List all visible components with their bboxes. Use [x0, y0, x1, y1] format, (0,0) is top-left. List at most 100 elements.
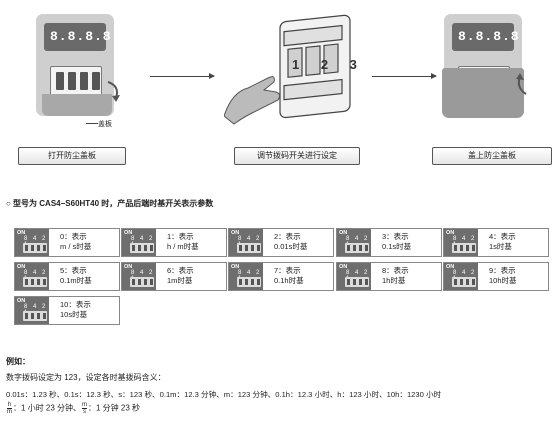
timebase-setting-5: ON8 4 2 1 5：表示0.1m时基	[14, 262, 120, 291]
example-title: 例如：	[6, 357, 30, 366]
setting-timebase-line: 0.1h时基	[274, 276, 304, 285]
step-caption-3: 盖上防尘盖板	[432, 147, 552, 165]
rotate-down-arrow-icon	[107, 81, 120, 102]
setting-timebase-line: 1s时基	[489, 242, 512, 251]
dip-on-label: ON	[339, 230, 348, 236]
dip-switch-icon: ON8 4 2 1	[229, 229, 263, 256]
example-line-1: 数字拨码设定为 123，设定各时基拨码含义：	[6, 373, 166, 382]
dip-switch-icon: ON8 4 2 1	[15, 263, 49, 290]
led-display: 8.8.8.8.	[44, 23, 119, 51]
dust-cover-closed	[442, 68, 524, 118]
setting-code-line: 9：表示	[489, 266, 516, 275]
dip-switch-icon: ON8 4 2 1	[337, 229, 371, 256]
timebase-setting-1: ON8 4 2 1 1：表示h / m时基	[121, 228, 227, 257]
dip-on-label: ON	[339, 264, 348, 270]
step-caption-1: 打开防尘盖板	[18, 147, 126, 165]
dial-digits: 1 2 3	[292, 57, 366, 72]
cover-label: 盖板	[98, 121, 112, 128]
setting-timebase-line: 0.1s时基	[382, 242, 412, 251]
dip-switch-icon: ON8 4 2 1	[122, 229, 156, 256]
dip-on-label: ON	[124, 264, 133, 270]
dip-switch-icon: ON8 4 2 1	[444, 229, 478, 256]
dip-switch-icon: ON8 4 2 1	[122, 263, 156, 290]
dip-on-label: ON	[446, 264, 455, 270]
setting-timebase-line: h / m时基	[167, 242, 199, 251]
dip-switch-positions	[23, 311, 47, 321]
setting-timebase-line: 0.1m时基	[60, 276, 92, 285]
dip-switch-icon: ON8 4 2 1	[15, 297, 49, 324]
dial-adjust-illustration	[224, 14, 351, 125]
dip-switch-positions	[237, 243, 261, 253]
dip-switch-positions	[23, 243, 47, 253]
setting-code-line: 2：表示	[274, 232, 301, 241]
dip-switch-icon: ON8 4 2 1	[15, 229, 49, 256]
timebase-setting-2: ON8 4 2 1 2：表示0.01s时基	[228, 228, 334, 257]
step-arrow-2	[372, 73, 437, 79]
dip-switch-positions	[345, 277, 369, 287]
dip-on-label: ON	[124, 230, 133, 236]
setting-timebase-line: 10s时基	[60, 310, 88, 319]
rotate-up-arrow-icon	[516, 73, 527, 95]
setting-timebase-line: m / s时基	[60, 242, 92, 251]
dip-on-label: ON	[17, 230, 26, 236]
setting-code-line: 0：表示	[60, 232, 87, 241]
dip-switch-positions	[130, 277, 154, 287]
dip-on-label: ON	[231, 264, 240, 270]
setting-timebase-line: 0.01s时基	[274, 242, 308, 251]
dip-switch-bank	[50, 66, 102, 98]
setting-timebase-line: 10h时基	[489, 276, 517, 285]
setting-code-line: 7：表示	[274, 266, 301, 275]
dip-on-label: ON	[17, 298, 26, 304]
dip-switch-icon: ON8 4 2 1	[337, 263, 371, 290]
dip-switch-icon: ON8 4 2 1	[229, 263, 263, 290]
setting-code-line: 1：表示	[167, 232, 194, 241]
setting-code-line: 10：表示	[60, 300, 91, 309]
setting-code-line: 6：表示	[167, 266, 194, 275]
dip-switch-positions	[452, 243, 476, 253]
section-title: ○ 型号为 CAS4−S60HT40 时，产品后端时基开关表示参数	[6, 199, 214, 208]
dip-on-label: ON	[231, 230, 240, 236]
device-cover-open: 8.8.8.8.	[36, 14, 119, 116]
dip-switch-positions	[452, 277, 476, 287]
setting-code-line: 5：表示	[60, 266, 87, 275]
dip-switch-positions	[130, 243, 154, 253]
step-caption-2: 调节拨码开关进行设定	[234, 147, 360, 165]
dip-on-label: ON	[17, 264, 26, 270]
dip-on-label: ON	[446, 230, 455, 236]
cover-leader-line	[86, 123, 98, 124]
step-arrow-1	[150, 73, 215, 79]
device-cover-closed: 8.8.8.8.	[442, 14, 527, 118]
led-display: 8.8.8.8.	[452, 23, 527, 51]
dip-switch-icon: ON8 4 2 1	[444, 263, 478, 290]
setting-code-line: 4：表示	[489, 232, 516, 241]
dip-switch-positions	[23, 277, 47, 287]
example-line-2: 0.01s：1.23 秒、0.1s：12.3 秒、s：123 秒、0.1m：12…	[6, 390, 442, 399]
setting-code-line: 8：表示	[382, 266, 409, 275]
setting-timebase-line: 1m时基	[167, 276, 193, 285]
dip-switch-positions	[237, 277, 261, 287]
timebase-setting-3: ON8 4 2 1 3：表示0.1s时基	[336, 228, 442, 257]
dust-cover-open	[42, 94, 112, 116]
setting-timebase-line: 1h时基	[382, 276, 406, 285]
timebase-setting-0: ON8 4 2 1 0：表示m / s时基	[14, 228, 120, 257]
timebase-setting-7: ON8 4 2 1 7：表示0.1h时基	[228, 262, 334, 291]
